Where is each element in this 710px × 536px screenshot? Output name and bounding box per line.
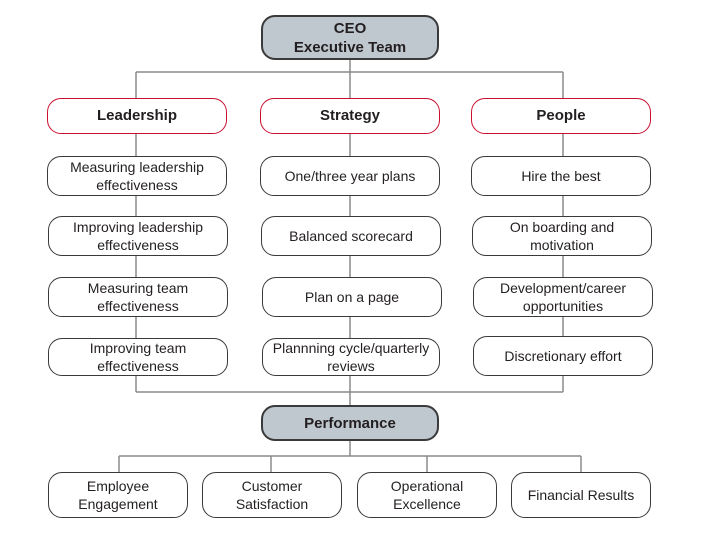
executive-team-label: Executive Team — [293, 38, 407, 56]
pillar-strategy: Strategy — [260, 98, 440, 134]
outcome-customer-satisfaction: Customer Satisfaction — [202, 472, 342, 518]
strategy-item: Plan on a page — [262, 277, 442, 317]
leadership-item: Improving team effectiveness — [48, 338, 228, 376]
leadership-item: Measuring team effectiveness — [48, 277, 228, 317]
strategy-item: Plannning cycle/quarterly reviews — [262, 338, 440, 376]
people-item: Discretionary effort — [473, 336, 653, 376]
performance-node: Performance — [261, 405, 439, 441]
pillar-leadership: Leadership — [47, 98, 227, 134]
leadership-item: Improving leadership effectiveness — [48, 216, 228, 256]
ceo-title: CEO — [333, 19, 367, 37]
people-item: On boarding and motivation — [472, 216, 652, 256]
strategy-item: Balanced scorecard — [261, 216, 441, 256]
outcome-operational-excellence: Operational Excellence — [357, 472, 497, 518]
leadership-item: Measuring leadership effectiveness — [47, 156, 227, 196]
people-item: Development/career opportunities — [473, 277, 653, 317]
outcome-employee-engagement: Employee Engagement — [48, 472, 188, 518]
outcome-financial-results: Financial Results — [511, 472, 651, 518]
ceo-node: CEO Executive Team — [261, 15, 439, 60]
strategy-item: One/three year plans — [260, 156, 440, 196]
pillar-people: People — [471, 98, 651, 134]
people-item: Hire the best — [471, 156, 651, 196]
